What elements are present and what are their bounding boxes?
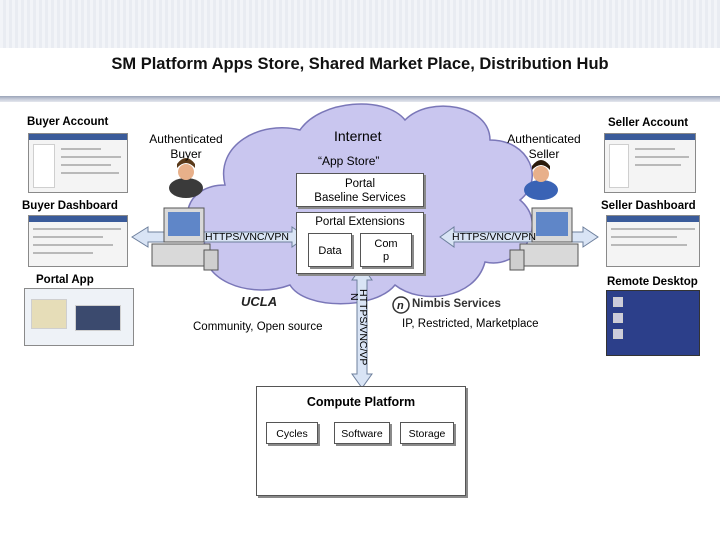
- buyer-account-screenshot: [28, 133, 128, 193]
- ucla-logo: UCLA: [241, 294, 278, 309]
- seller-person-icon: [524, 160, 558, 200]
- buyer-computer-icon: [151, 207, 219, 271]
- left-link-label: HTTPS/VNC/VPN: [205, 231, 290, 243]
- title-divider: [0, 96, 720, 102]
- page-title: SM Platform Apps Store, Shared Market Pl…: [111, 55, 609, 73]
- cycles-box: Cycles: [266, 422, 318, 444]
- vertical-link-label-wrap: N: [348, 293, 360, 301]
- authenticated-buyer-label: Authenticated Buyer: [149, 132, 223, 161]
- portal-baseline-services-box: Portal Baseline Services: [296, 173, 424, 207]
- ucla-caption: Community, Open source: [193, 321, 323, 333]
- software-box: Software: [334, 422, 390, 444]
- compute-platform-title: Compute Platform: [306, 395, 416, 409]
- seller-dashboard-screenshot: [606, 215, 700, 267]
- remote-desktop-screenshot: [606, 290, 700, 356]
- storage-box: Storage: [400, 422, 454, 444]
- data-box: Data: [308, 233, 352, 267]
- seller-account-label: Seller Account: [608, 117, 689, 129]
- authenticated-seller-label: Authenticated Seller: [507, 132, 581, 161]
- buyer-dashboard-screenshot: [28, 215, 128, 267]
- nimbis-logo-icon: n: [392, 296, 410, 314]
- seller-computer-icon: [509, 207, 579, 271]
- svg-text:n: n: [397, 300, 404, 312]
- buyer-account-label: Buyer Account: [27, 116, 109, 128]
- nimbis-logo-text: Nimbis Services: [412, 298, 501, 310]
- seller-dashboard-label: Seller Dashboard: [601, 200, 696, 212]
- seller-account-screenshot: [604, 133, 696, 193]
- header-band: [0, 0, 720, 48]
- remote-desktop-label: Remote Desktop: [607, 276, 698, 288]
- app-store-label: “App Store”: [318, 154, 380, 168]
- internet-label: Internet: [334, 128, 382, 144]
- buyer-person-icon: [169, 158, 203, 198]
- portal-app-screenshot: [24, 288, 134, 346]
- portal-app-label: Portal App: [36, 274, 94, 286]
- right-link-label: HTTPS/VNC/VPN: [452, 231, 537, 243]
- nimbis-caption: IP, Restricted, Marketplace: [402, 318, 539, 330]
- buyer-dashboard-label: Buyer Dashboard: [22, 200, 118, 212]
- comp-box: Com p: [360, 233, 412, 267]
